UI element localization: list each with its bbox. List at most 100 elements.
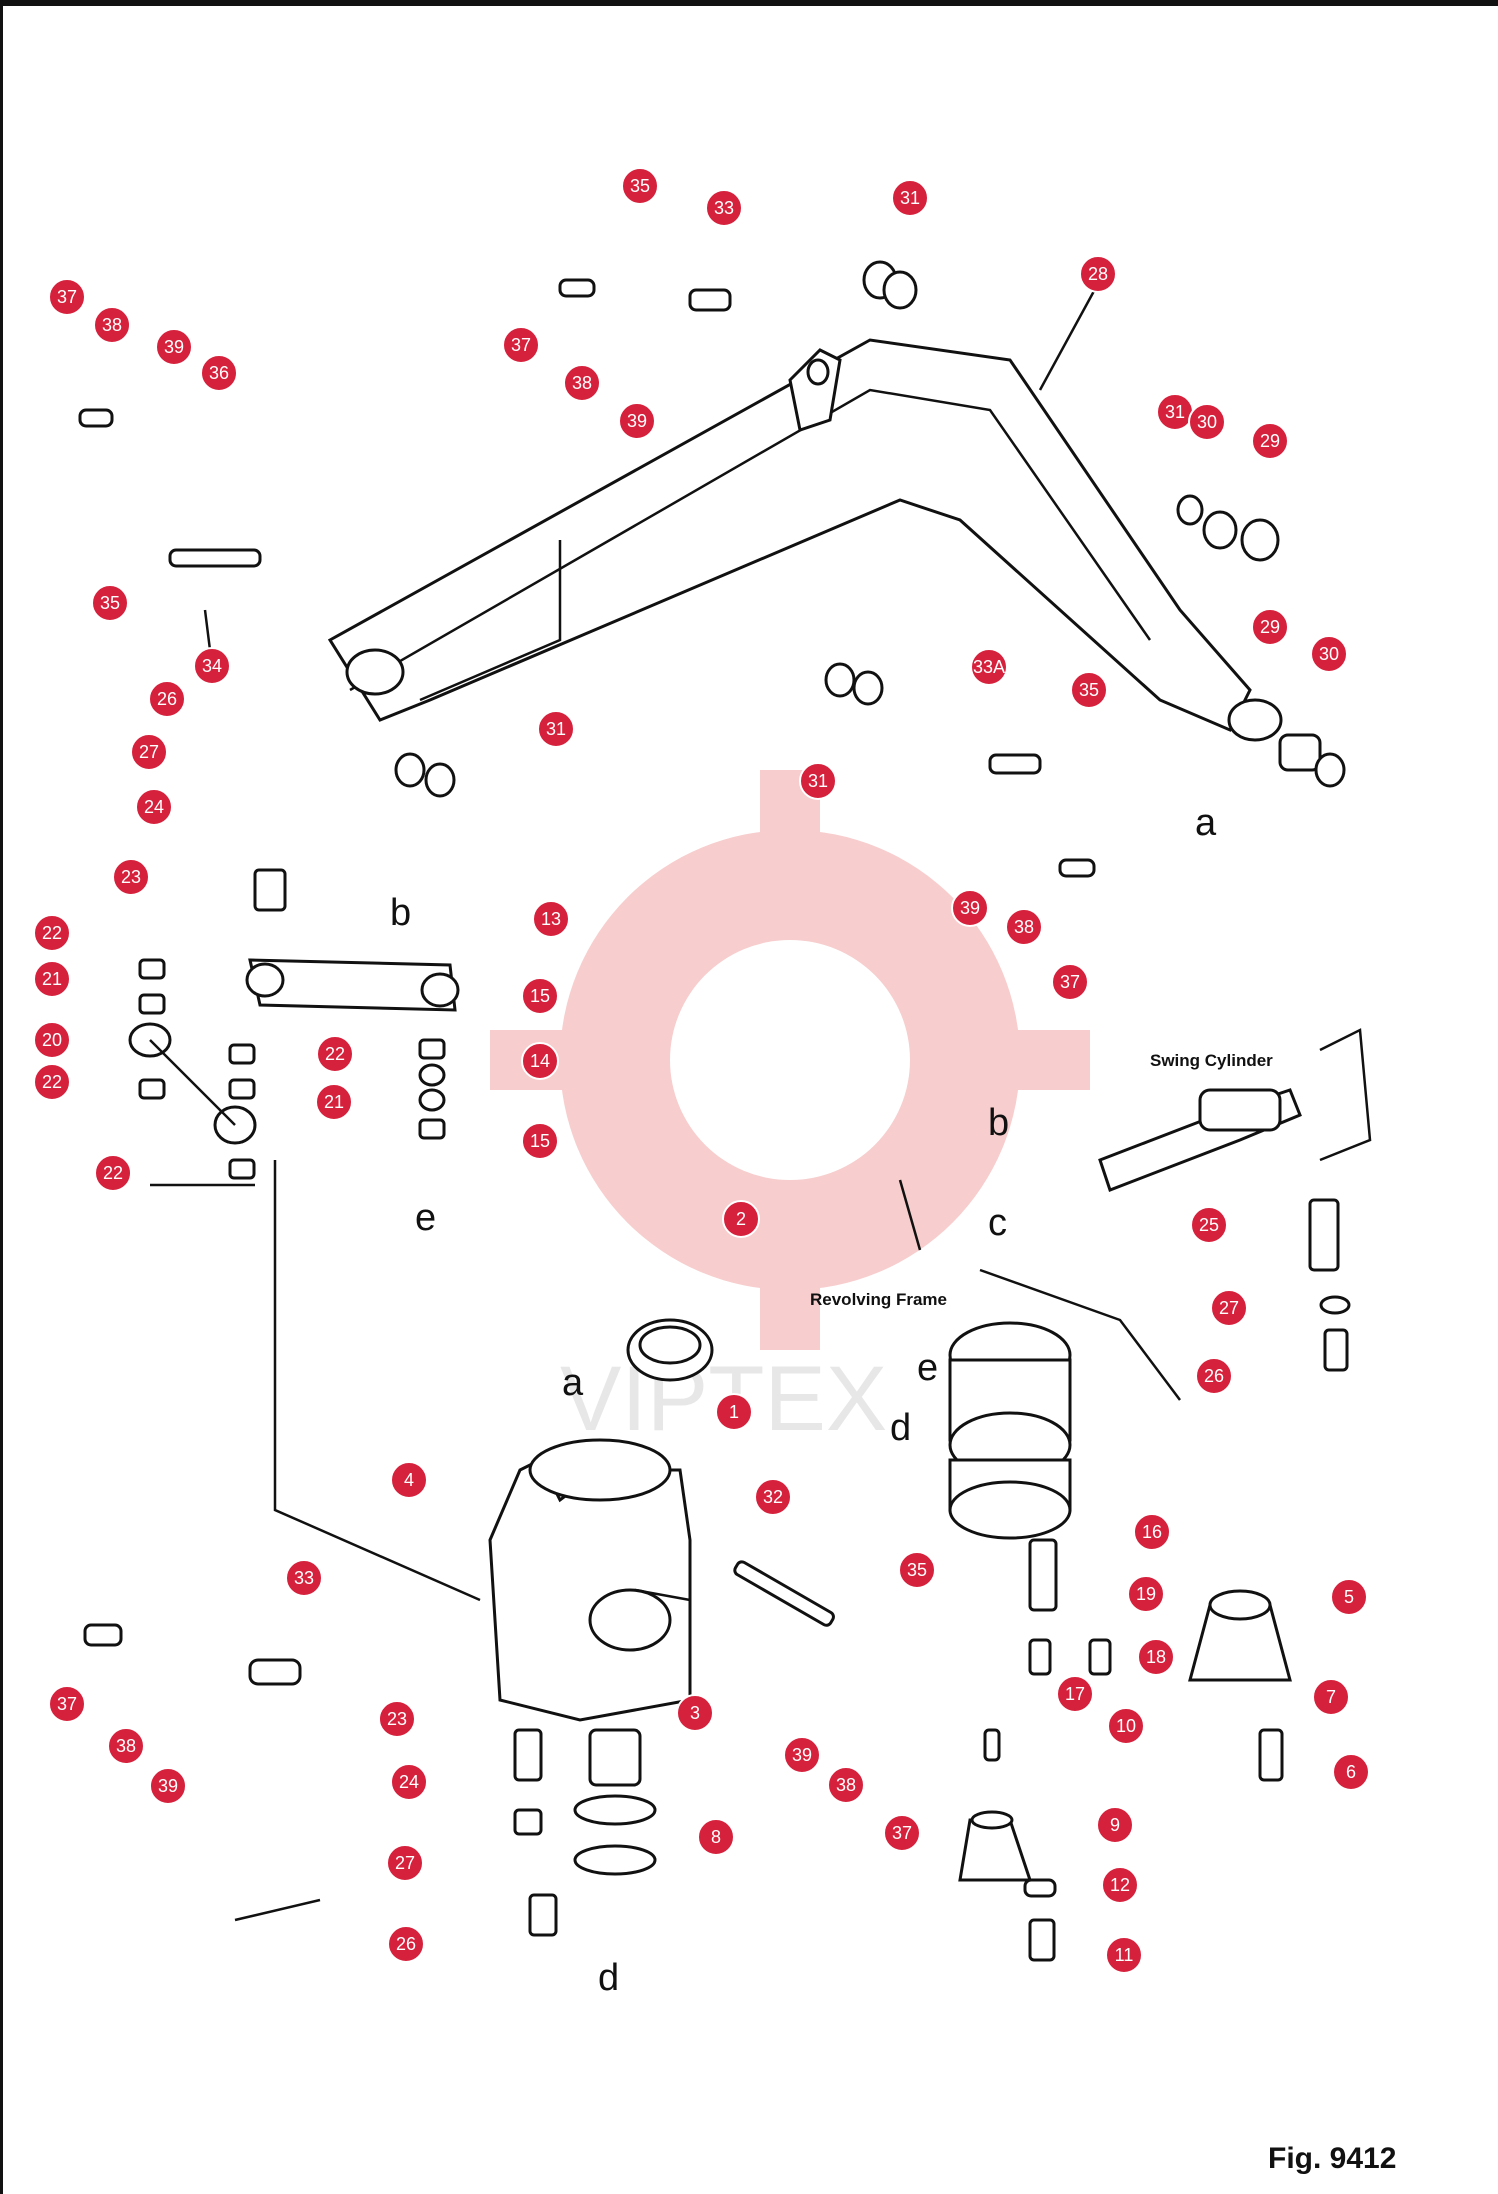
callout-badge[interactable]: 26 xyxy=(148,680,186,718)
callout-badge[interactable]: 35 xyxy=(91,584,129,622)
callout-badge[interactable]: 28 xyxy=(1079,255,1117,293)
callout-circle xyxy=(563,364,601,402)
callout-badge[interactable]: 22 xyxy=(33,1063,71,1101)
callout-badge[interactable]: 30 xyxy=(1188,403,1226,441)
callout-number: 39 xyxy=(158,1776,178,1796)
callout-badge[interactable]: 10 xyxy=(1107,1707,1145,1745)
callout-badge[interactable]: 26 xyxy=(1195,1357,1233,1395)
callout-badge[interactable]: 37 xyxy=(48,278,86,316)
callout-badge[interactable]: 15 xyxy=(521,977,559,1015)
callout-number: 6 xyxy=(1346,1762,1356,1782)
callout-circle xyxy=(33,1063,71,1101)
callout-badge[interactable]: 31 xyxy=(1156,393,1194,431)
callout-badge[interactable]: 38 xyxy=(93,306,131,344)
callout-badge[interactable]: 13 xyxy=(532,900,570,938)
callout-badge[interactable]: 5 xyxy=(1330,1578,1368,1616)
callout-badge[interactable]: 22 xyxy=(316,1035,354,1073)
callout-badge[interactable]: 37 xyxy=(502,326,540,364)
callout-badge[interactable]: 33 xyxy=(705,189,743,227)
callout-badge[interactable]: 33 xyxy=(285,1559,323,1597)
callout-badge[interactable]: 24 xyxy=(135,788,173,826)
callout-badge[interactable]: 25 xyxy=(1190,1206,1228,1244)
callout-badge[interactable]: 27 xyxy=(1210,1289,1248,1327)
callout-badge[interactable]: 37 xyxy=(883,1814,921,1852)
callout-badge[interactable]: 29 xyxy=(1251,422,1289,460)
callout-circle xyxy=(1330,1578,1368,1616)
callout-badge[interactable]: 15 xyxy=(521,1122,559,1160)
letter-d-lower: d xyxy=(598,1957,619,1999)
callout-badge[interactable]: 12 xyxy=(1101,1866,1139,1904)
callout-badge[interactable]: 19 xyxy=(1127,1575,1165,1613)
callout-badge[interactable]: 33A xyxy=(970,648,1008,686)
callout-badge[interactable]: 22 xyxy=(33,914,71,952)
callout-badge[interactable]: 1 xyxy=(715,1393,753,1431)
callout-badge[interactable]: 34 xyxy=(193,647,231,685)
callout-circle xyxy=(112,858,150,896)
callout-badge[interactable]: 2 xyxy=(722,1200,760,1238)
callout-badge[interactable]: 8 xyxy=(697,1818,735,1856)
callout-badge[interactable]: 39 xyxy=(618,402,656,440)
callout-badge[interactable]: 39 xyxy=(149,1767,187,1805)
callout-badge[interactable]: 32 xyxy=(754,1478,792,1516)
callout-number: 37 xyxy=(57,1694,77,1714)
callout-badge[interactable]: 31 xyxy=(891,179,929,217)
callout-circle xyxy=(970,648,1008,686)
callout-number: 5 xyxy=(1344,1587,1354,1607)
callout-badge[interactable]: 6 xyxy=(1332,1753,1370,1791)
callout-badge[interactable]: 9 xyxy=(1096,1806,1134,1844)
callout-badge[interactable]: 17 xyxy=(1056,1675,1094,1713)
callout-badge[interactable]: 22 xyxy=(94,1154,132,1192)
callout-badge[interactable]: 23 xyxy=(112,858,150,896)
callout-badge[interactable]: 38 xyxy=(1005,908,1043,946)
callout-badge[interactable]: 36 xyxy=(200,354,238,392)
callout-circle xyxy=(107,1727,145,1765)
callout-number: 30 xyxy=(1197,412,1217,432)
callout-badge[interactable]: 39 xyxy=(951,889,989,927)
callout-badge[interactable]: 7 xyxy=(1312,1678,1350,1716)
callout-badge[interactable]: 18 xyxy=(1137,1638,1175,1676)
callout-badge[interactable]: 21 xyxy=(33,960,71,998)
callout-badge[interactable]: 3 xyxy=(676,1694,714,1732)
callout-badge[interactable]: 37 xyxy=(48,1685,86,1723)
callout-badge[interactable]: 38 xyxy=(827,1766,865,1804)
callout-badge[interactable]: 27 xyxy=(130,733,168,771)
callout-number: 35 xyxy=(1079,680,1099,700)
callout-badge[interactable]: 39 xyxy=(155,328,193,366)
callout-badge[interactable]: 16 xyxy=(1133,1513,1171,1551)
callout-circle xyxy=(722,1200,760,1238)
callout-badge[interactable]: 23 xyxy=(378,1700,416,1738)
callout-badge[interactable]: 35 xyxy=(898,1551,936,1589)
callout-number: 29 xyxy=(1260,431,1280,451)
callout-number: 37 xyxy=(892,1823,912,1843)
callout-circle xyxy=(532,900,570,938)
callout-badge[interactable]: 35 xyxy=(1070,671,1108,709)
callout-badge[interactable]: 31 xyxy=(799,762,837,800)
callout-badge[interactable]: 30 xyxy=(1310,635,1348,673)
callout-badge[interactable]: 38 xyxy=(107,1727,145,1765)
callout-circle xyxy=(1133,1513,1171,1551)
callout-badge[interactable]: 35 xyxy=(621,167,659,205)
callout-badge[interactable]: 24 xyxy=(390,1763,428,1801)
callout-number: 26 xyxy=(396,1934,416,1954)
callout-number: 15 xyxy=(530,1131,550,1151)
callout-badge[interactable]: 21 xyxy=(315,1083,353,1121)
callout-badge[interactable]: 31 xyxy=(537,710,575,748)
callout-number: 28 xyxy=(1088,264,1108,284)
callout-badge[interactable]: 20 xyxy=(33,1021,71,1059)
boom-bracket xyxy=(327,338,1283,742)
callout-badge[interactable]: 11 xyxy=(1105,1936,1143,1974)
callout-badge[interactable]: 27 xyxy=(386,1844,424,1882)
callout-badge[interactable]: 14 xyxy=(521,1042,559,1080)
callout-badge[interactable]: 38 xyxy=(563,364,601,402)
callout-number: 30 xyxy=(1319,644,1339,664)
callout-badge[interactable]: 26 xyxy=(387,1925,425,1963)
callout-badge[interactable]: 39 xyxy=(783,1736,821,1774)
callout-number: 31 xyxy=(546,719,566,739)
callout-badge[interactable]: 4 xyxy=(390,1461,428,1499)
callout-number: 23 xyxy=(387,1709,407,1729)
callout-badge[interactable]: 37 xyxy=(1051,963,1089,1001)
callout-circle xyxy=(1137,1638,1175,1676)
callout-badge[interactable]: 29 xyxy=(1251,608,1289,646)
